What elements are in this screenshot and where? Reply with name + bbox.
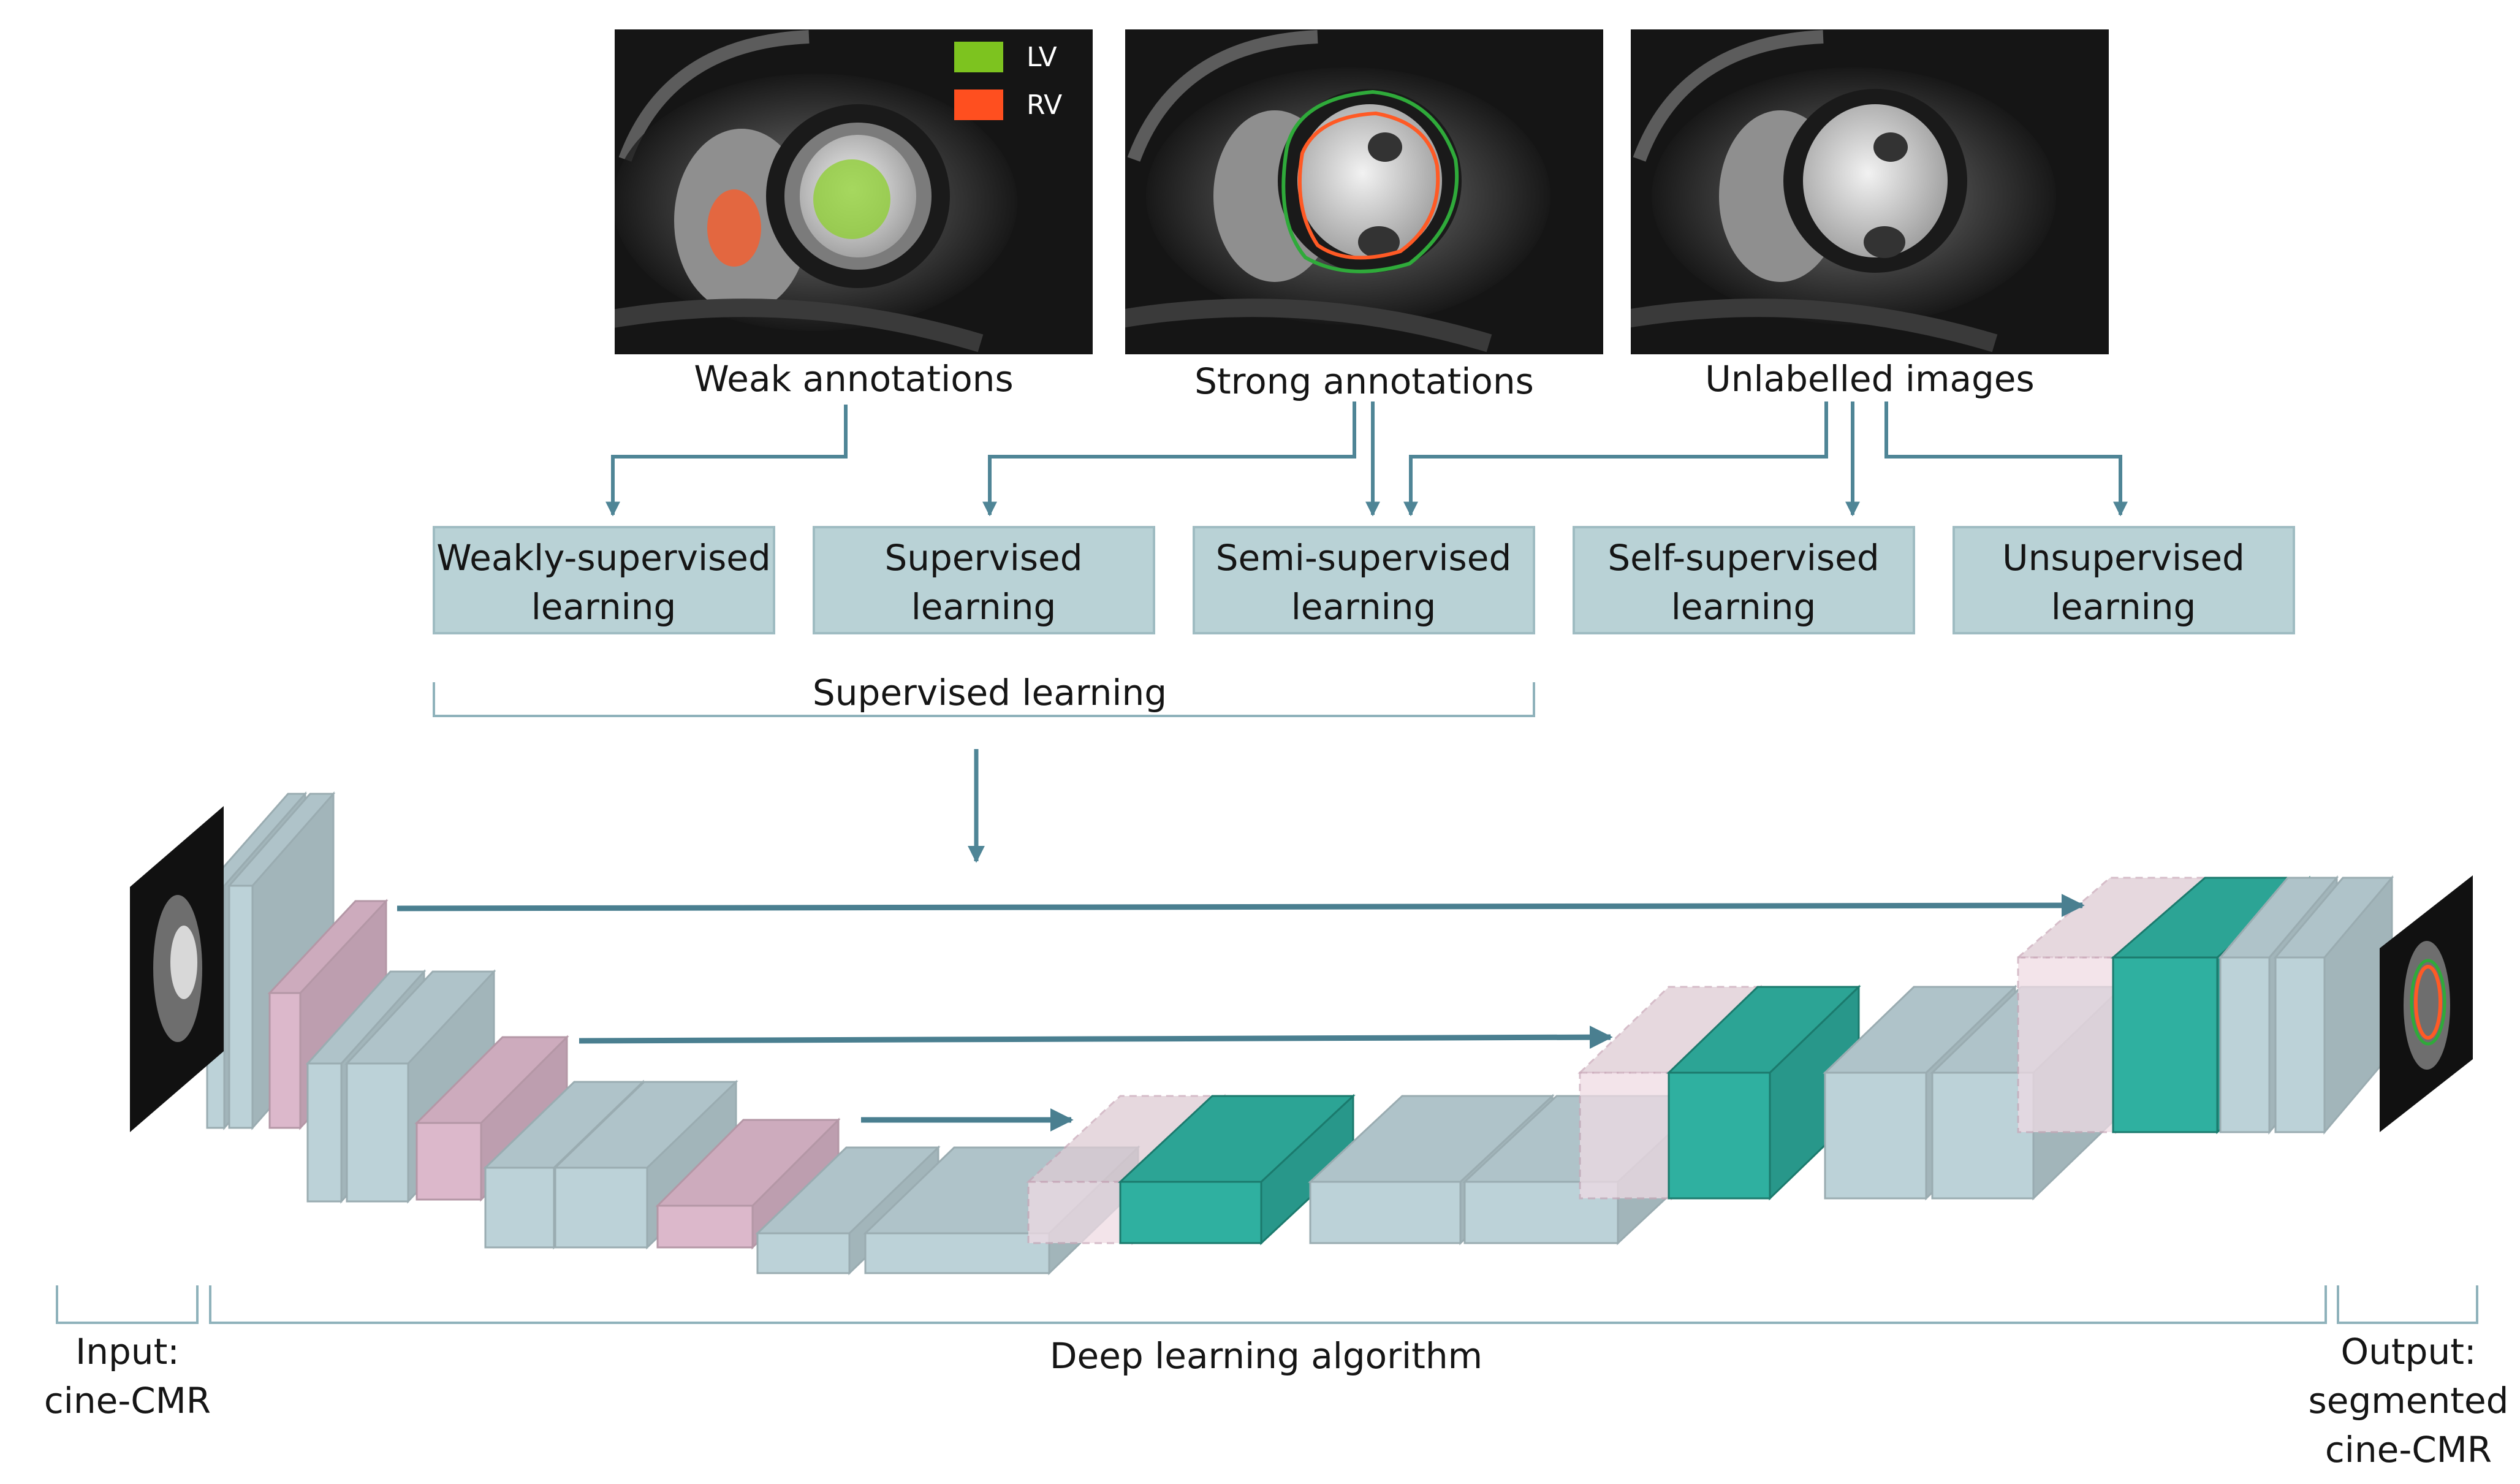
supervised-group-bracket (433, 682, 1535, 717)
caption-unlabelled-images: Unlabelled images (1705, 358, 2034, 400)
algorithm-bracket (209, 1285, 2327, 1324)
legend-label-lv: LV (1027, 42, 1057, 73)
network-block-dec-3b (2273, 875, 2394, 1135)
paradigm-label-line1: Supervised (884, 537, 1082, 579)
paradigm-box-self-supervised: Self-supervised learning (1573, 526, 1915, 634)
skip-connections (397, 894, 2085, 1132)
network-block-pool-3 (655, 1117, 841, 1250)
connector-arrows (605, 401, 2128, 517)
paradigm-box-supervised: Supervised learning (813, 526, 1155, 634)
paradigm-label-line1: Weakly-supervised (436, 537, 771, 579)
input-cine-cmr-image (130, 806, 224, 1132)
paradigm-label-line2: learning (2051, 586, 2196, 628)
legend: LV RV (954, 42, 1062, 121)
paradigm-label-line1: Self-supervised (1607, 537, 1879, 579)
paradigm-label-line1: Unsupervised (2002, 537, 2245, 579)
input-bracket (56, 1285, 199, 1324)
output-label-line2: segmented (2309, 1380, 2509, 1421)
output-label-line1: Output: (2340, 1331, 2476, 1372)
output-label-line3: cine-CMR (2325, 1429, 2492, 1471)
lv-strong-contour (1281, 89, 1459, 273)
rv-weak-annotation (707, 189, 761, 267)
input-label-line2: cine-CMR (44, 1380, 211, 1421)
network-block-dec-2 (1666, 984, 1861, 1201)
rv-strong-contour (1297, 111, 1440, 260)
paradigm-label-line2: learning (531, 586, 677, 628)
caption-strong-annotations: Strong annotations (1194, 360, 1534, 402)
algorithm-label: Deep learning algorithm (1050, 1335, 1482, 1377)
network-architecture (205, 791, 2394, 1276)
paradigm-label-line2: learning (1291, 586, 1436, 628)
output-bracket (2337, 1285, 2478, 1324)
legend-swatch-rv (954, 89, 1003, 120)
paradigm-box-weakly-supervised: Weakly-supervised learning (433, 526, 775, 634)
mri-image-strong (1125, 29, 1603, 354)
legend-swatch-lv (954, 42, 1003, 72)
supervised-group-label: Supervised learning (813, 672, 1167, 713)
input-label-line1: Input: (75, 1331, 180, 1372)
paradigm-label-line1: Semi-supervised (1216, 537, 1512, 579)
network-block-enc-3b (553, 1079, 738, 1250)
paradigm-label-line2: learning (1671, 586, 1816, 628)
caption-weak-annotations: Weak annotations (694, 358, 1013, 400)
paradigm-box-semi-supervised: Semi-supervised learning (1193, 526, 1535, 634)
paradigm-label-line2: learning (911, 586, 1057, 628)
paradigm-box-unsupervised: Unsupervised learning (1953, 526, 2295, 634)
output-segmented-image (2380, 875, 2473, 1132)
mri-image-unlabelled (1631, 29, 2109, 354)
legend-label-rv: RV (1027, 89, 1062, 121)
lv-weak-annotation (813, 159, 890, 239)
network-block-dec-1 (1118, 1094, 1356, 1246)
